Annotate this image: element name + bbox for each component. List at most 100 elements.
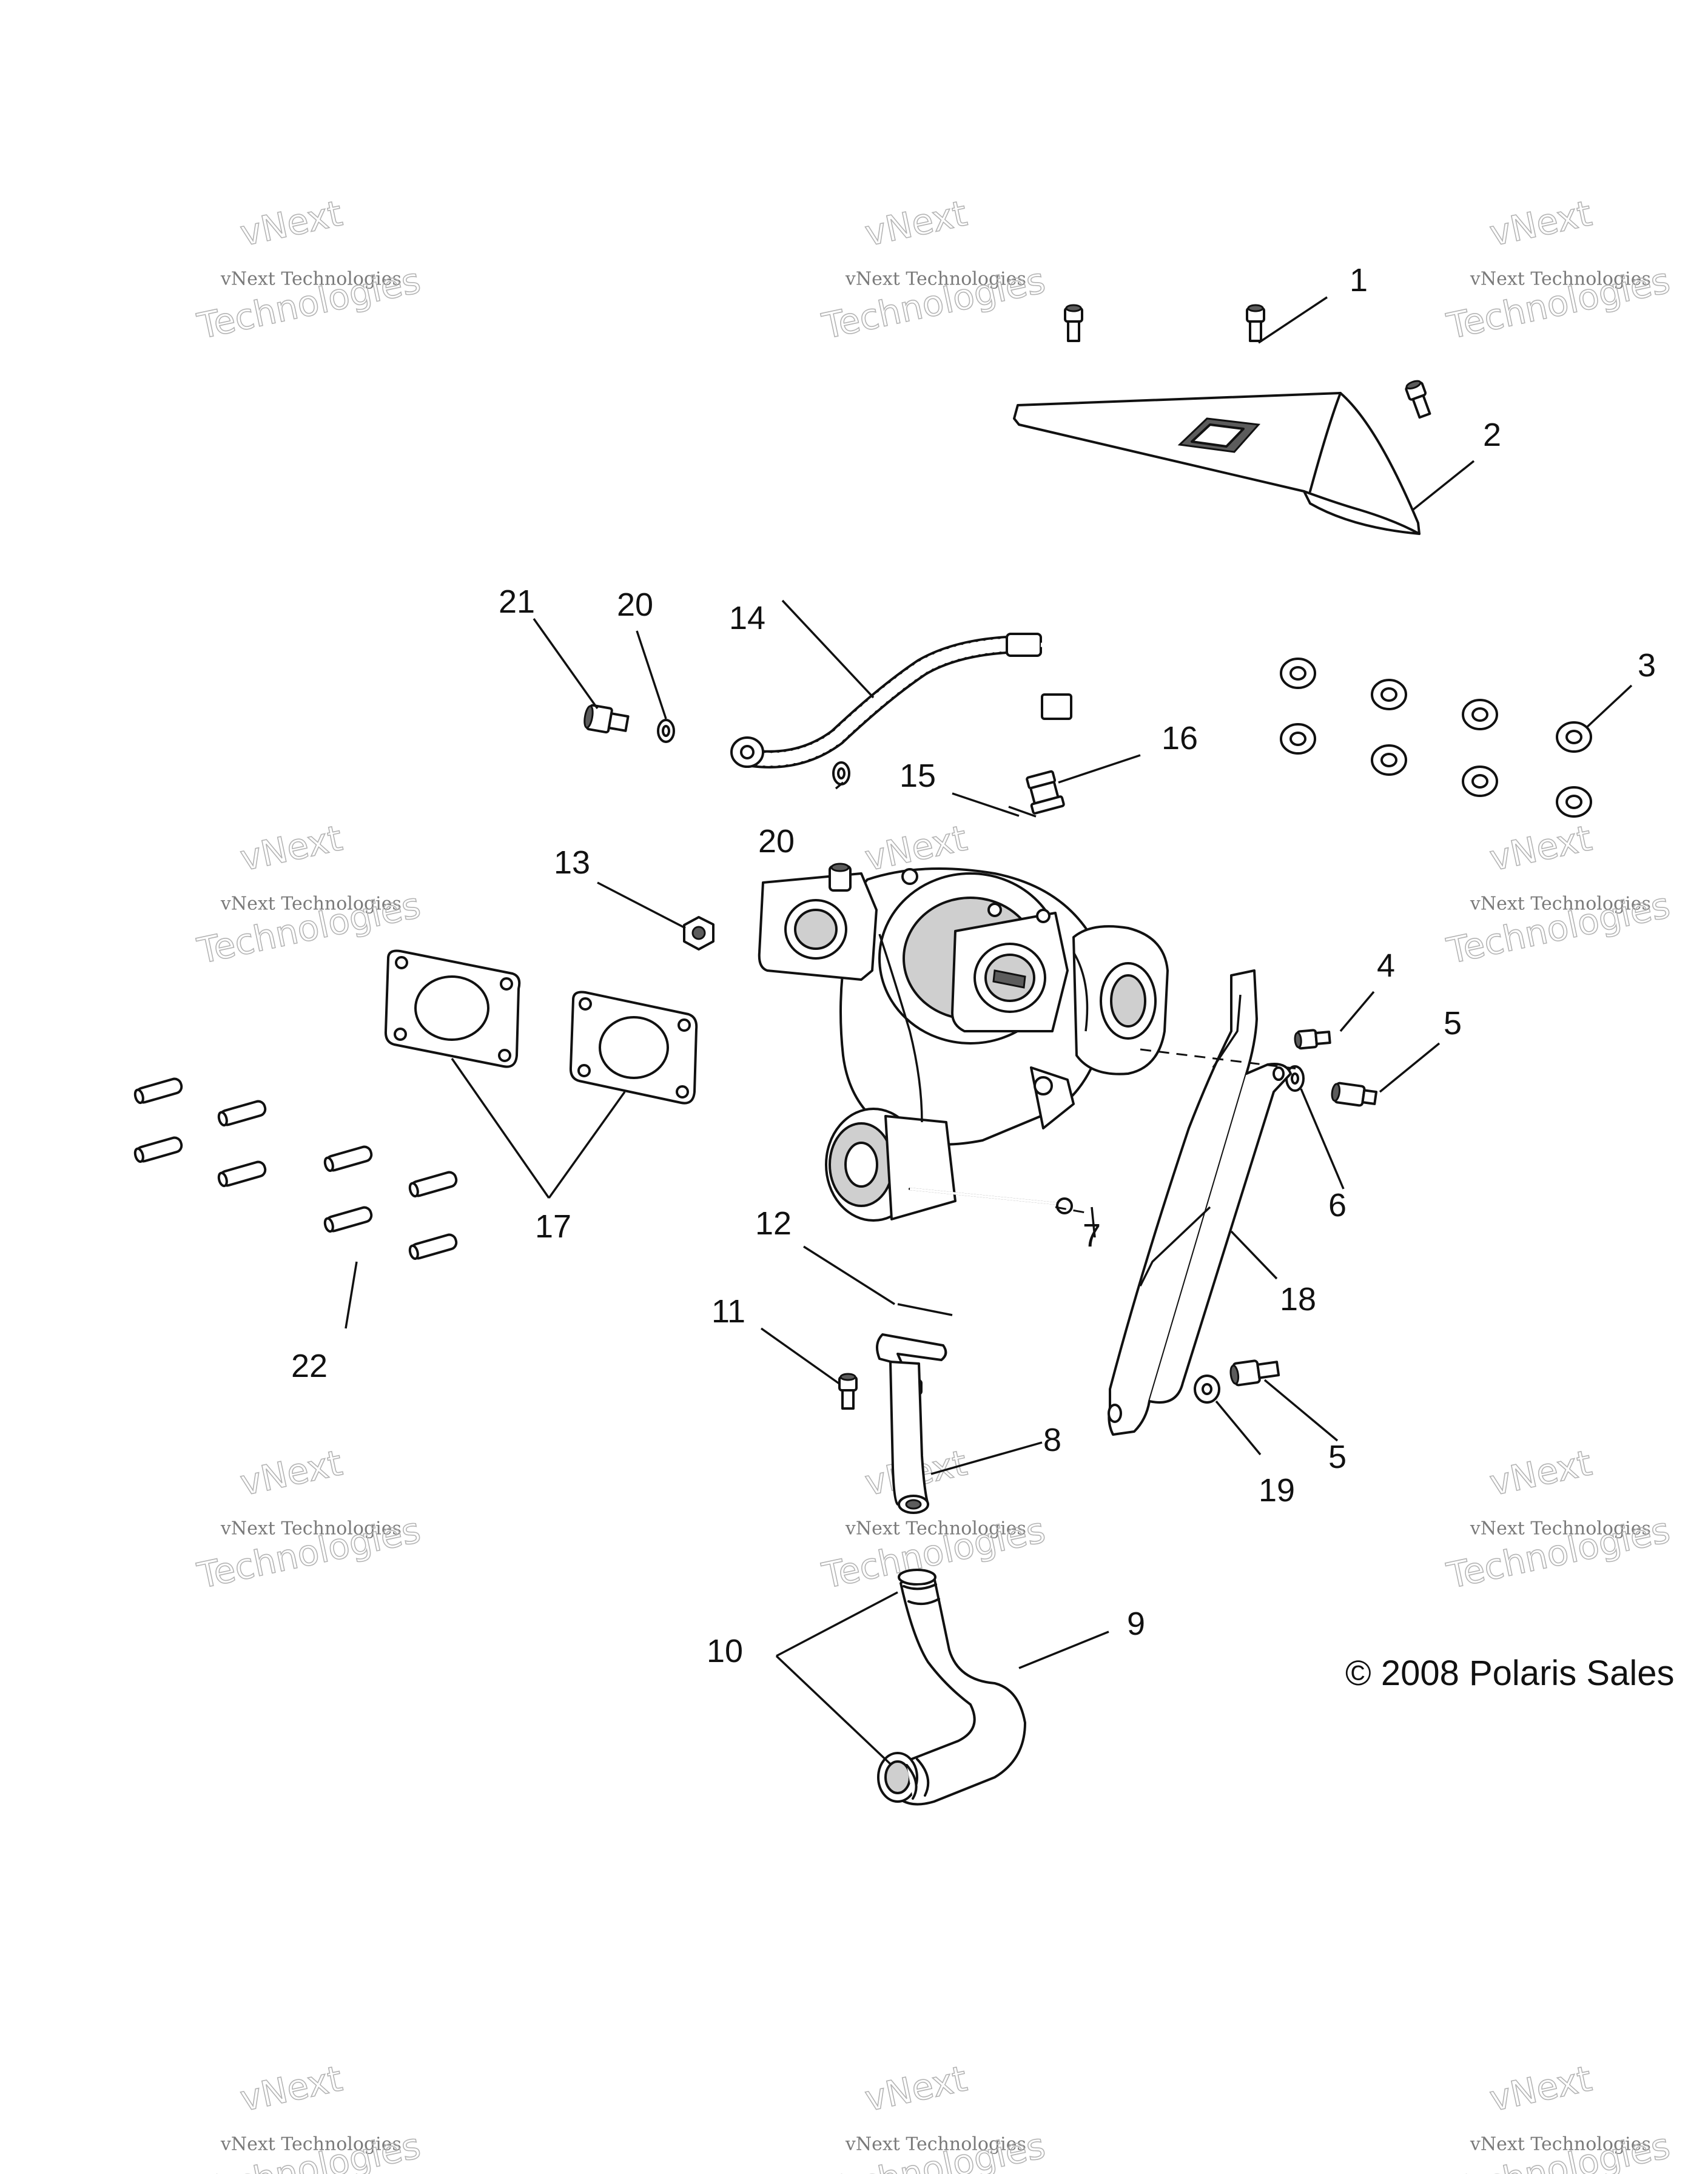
stud-icon [408,1233,458,1260]
part-17-gasket-left[interactable] [384,949,521,1068]
stud-icon [133,1077,183,1105]
callout-22: 22 [291,1348,328,1384]
watermark-mid-right: vNext vNext Technologies Technologies [1443,817,1674,972]
watermark-label: vNext Technologies [1470,2134,1651,2155]
watermark-big-word-1: vNext [237,192,346,254]
callouts: 1 2 3 4 5 5 6 7 8 9 10 11 12 13 14 15 16… [291,262,1656,1669]
callout-13: 13 [554,844,590,881]
watermark-label: vNext Technologies [1470,269,1651,290]
watermark-bottom-right: vNext vNext Technologies Technologies [1443,2058,1674,2174]
part-9-hose[interactable] [877,1569,1026,1806]
watermark-label: vNext Technologies [220,2134,402,2155]
callout-8: 8 [1043,1422,1061,1458]
part-5-bolt-upper[interactable] [1331,1082,1378,1108]
watermark-bottom-left: vNext vNext Technologies Technologies [193,2058,425,2174]
stud-icon [217,1160,267,1188]
callout-18: 18 [1280,1281,1316,1318]
watermark-big-word-1: vNext [237,1442,346,1504]
watermark-top-right: vNext vNext Technologies Technologies [1443,192,1674,348]
install-line [1140,1048,1299,1070]
nut-icon [1371,744,1407,776]
nut-icon [1371,679,1407,710]
part-15-o-ring[interactable] [1008,806,1037,818]
callout-7: 7 [1083,1217,1101,1254]
watermark-label: vNext Technologies [220,893,402,915]
callout-20: 20 [617,587,653,623]
watermark-label: vNext Technologies [845,269,1026,290]
watermark-big-word-1: vNext [1486,1442,1595,1504]
part-7-turbocharger[interactable] [758,863,1169,1222]
watermark-top-center: vNext vNext Technologies Technologies [818,192,1049,348]
callout-16: 16 [1162,720,1198,756]
stud-icon [323,1145,373,1173]
watermark-label: vNext Technologies [220,1518,402,1540]
callout-9: 9 [1127,1606,1145,1642]
callout-19: 19 [1259,1472,1295,1509]
callout-14: 14 [729,600,765,636]
screw-icon [1405,380,1431,419]
watermark-big-word-1: vNext [861,2058,970,2119]
part-1-screws[interactable] [1064,304,1433,419]
watermark-mid-left: vNext vNext Technologies Technologies [193,817,425,972]
part-14-oil-feed-line[interactable] [730,633,1073,769]
part-20-washer-lower[interactable] [832,761,850,786]
stud-icon [217,1100,267,1127]
callout-21: 21 [499,584,535,620]
watermark-label: vNext Technologies [220,269,402,290]
callout-2: 2 [1483,417,1501,453]
part-4-bolt[interactable] [1294,1029,1331,1050]
screw-icon [838,1373,858,1410]
part-2-heat-shield[interactable] [1013,392,1421,535]
nut-icon [1280,723,1316,755]
watermark-big-word-1: vNext [237,2058,346,2119]
nut-icon [1280,658,1316,689]
watermark-big-word-1: vNext [1486,817,1595,879]
callout-15: 15 [899,758,936,794]
screw-icon [1246,304,1265,342]
part-16-fitting[interactable] [1024,770,1065,815]
watermark-lower-left: vNext vNext Technologies Technologies [193,1442,425,1597]
callout-6: 6 [1328,1187,1347,1223]
part-17-gasket-right[interactable] [569,991,698,1105]
callout-20-lower: 20 [758,823,795,860]
install-line-lower [1055,1206,1089,1214]
watermark-label: vNext Technologies [1470,893,1651,915]
part-13-nut[interactable] [683,916,714,951]
callout-17: 17 [535,1208,571,1245]
nut-icon [1556,786,1592,818]
part-21-banjo-bolt[interactable] [583,704,630,736]
callout-1: 1 [1350,262,1368,298]
watermark-bottom-center: vNext vNext Technologies Technologies [818,2058,1049,2174]
callout-5: 5 [1444,1005,1462,1042]
watermark-label: vNext Technologies [845,1518,1026,1540]
part-20-washer[interactable] [657,719,675,743]
part-12-o-ring[interactable] [897,1303,953,1316]
nut-icon [1462,766,1498,797]
watermark-label: vNext Technologies [845,2134,1026,2155]
copyright-notice: © 2008 Polaris Sales [1345,1654,1674,1693]
watermark-big-word-1: vNext [1486,192,1595,254]
callout-5-lower: 5 [1328,1439,1347,1475]
part-8-oil-return-tube[interactable] [876,1333,947,1514]
part-19-washer[interactable] [1194,1375,1220,1404]
part-18-support-bracket[interactable] [1108,969,1292,1436]
leader-lines [345,296,1633,1766]
part-22-studs[interactable] [133,1077,458,1260]
callout-4: 4 [1377,947,1395,984]
stud-icon [133,1136,183,1163]
watermark-big-word-1: vNext [237,817,346,879]
screw-icon [1064,304,1083,342]
callout-10: 10 [707,1633,743,1669]
nut-icon [1556,721,1592,753]
watermark-lower-right: vNext vNext Technologies Technologies [1443,1442,1674,1597]
part-5-bolt-lower[interactable] [1229,1358,1280,1387]
watermark-label: vNext Technologies [1470,1518,1651,1540]
nut-icon [1462,699,1498,730]
watermark-big-word-1: vNext [1486,2058,1595,2119]
part-3-nuts[interactable] [1280,658,1592,818]
part-10-clamps[interactable] [903,1583,940,1800]
stud-icon [323,1206,373,1233]
callout-3: 3 [1638,647,1656,684]
watermark-top-left: vNext vNext Technologies Technologies [193,192,425,348]
